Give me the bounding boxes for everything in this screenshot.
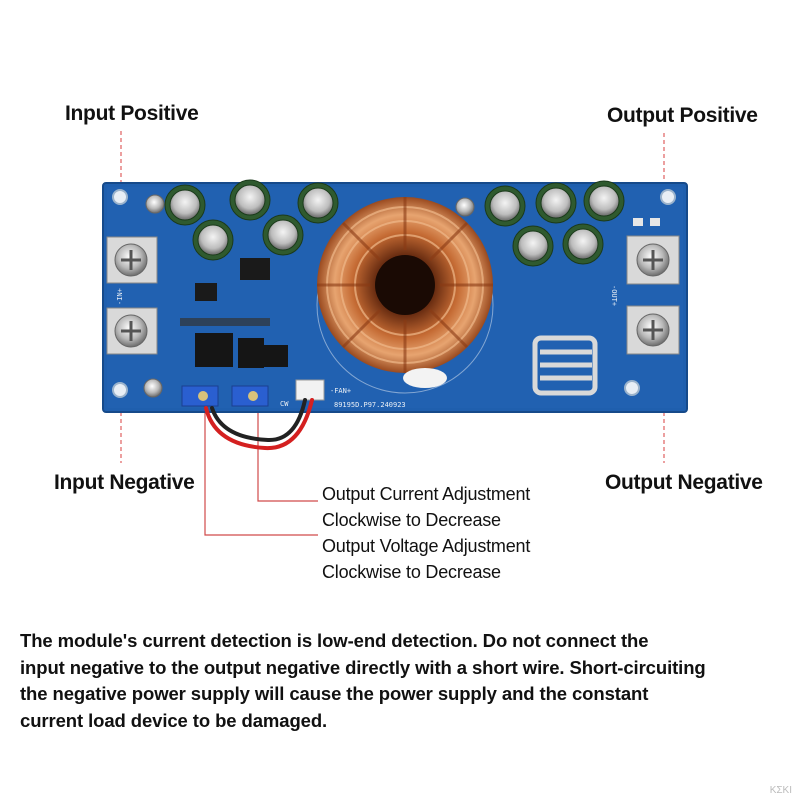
output-terminals — [626, 235, 680, 355]
leader-lines — [120, 131, 665, 536]
watermark: ΚΣΚΙ — [769, 785, 792, 796]
cw-label-text: CW — [280, 400, 289, 408]
board-screws — [143, 194, 475, 398]
voltage-adjustment-direction: Clockwise to Decrease — [322, 562, 501, 582]
potentiometers — [181, 385, 269, 407]
out-label-text: -OUT+ — [610, 285, 618, 306]
toroidal-inductor — [316, 197, 494, 394]
input-positive-label: Input Positive — [65, 102, 199, 125]
in-label-text: -IN+ — [116, 288, 124, 305]
warning-line: current load device to be damaged. — [20, 709, 328, 731]
wires — [204, 398, 314, 451]
fan-connector — [295, 379, 325, 401]
part-number-text: 89195D.P97.240923 — [334, 401, 406, 409]
input-terminals — [106, 236, 158, 355]
warning-line: input negative to the output negative di… — [20, 656, 706, 678]
ic-chips — [180, 218, 660, 396]
current-adjustment-direction: Clockwise to Decrease — [322, 510, 501, 530]
input-negative-label: Input Negative — [54, 471, 195, 494]
silkscreen: 89195D.P97.240923 -FAN+ CW -IN+ -OUT+ — [116, 285, 618, 409]
voltage-adjustment-title: Output Voltage Adjustment — [322, 536, 531, 556]
mounting-holes — [112, 189, 676, 398]
output-negative-label: Output Negative — [605, 471, 763, 494]
fan-label-text: -FAN+ — [330, 387, 351, 395]
output-positive-label: Output Positive — [607, 104, 758, 127]
warning-line: the negative power supply will cause the… — [20, 683, 649, 704]
electrolytic-capacitors — [164, 179, 625, 267]
warning-text: The module's current detection is low-en… — [20, 628, 800, 734]
warning-line: The module's current detection is low-en… — [20, 630, 649, 651]
current-adjustment-title: Output Current Adjustment — [322, 484, 531, 504]
